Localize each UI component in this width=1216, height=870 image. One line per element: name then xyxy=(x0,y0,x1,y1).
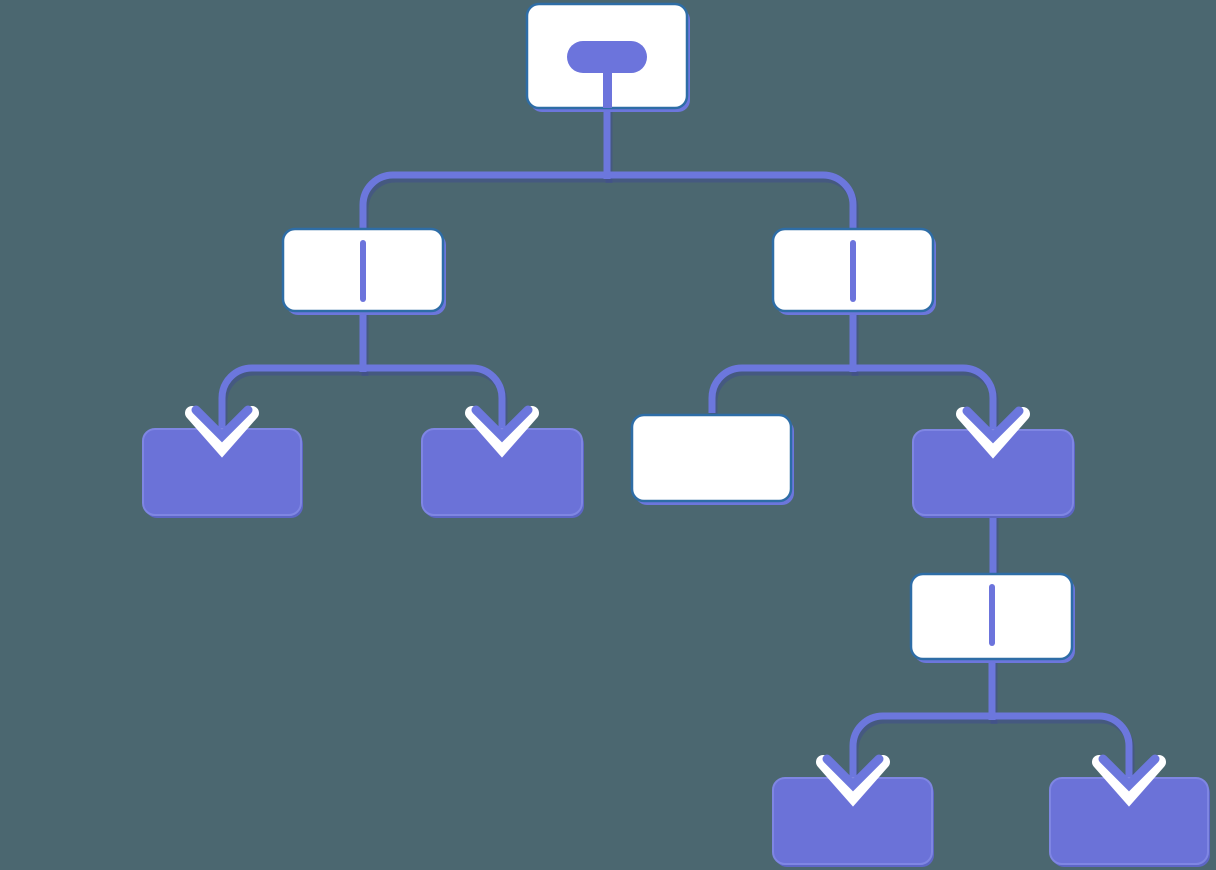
title-pill-placeholder xyxy=(567,41,647,73)
vertical-bar-placeholder xyxy=(360,240,366,302)
arrowheads xyxy=(185,405,1166,807)
chevron-halo xyxy=(1092,755,1166,807)
edge-top-splitter xyxy=(359,171,857,231)
node-task-right xyxy=(912,429,1075,518)
chevron-arrow xyxy=(191,405,253,443)
node-branch-sub xyxy=(909,572,1075,663)
double-chevron-down-icon xyxy=(816,754,890,807)
double-chevron-down-icon xyxy=(1092,754,1166,807)
node-card-right-box xyxy=(630,413,793,503)
node-leaf-left-1-box xyxy=(142,428,302,516)
node-leaf-left-2-box xyxy=(421,428,583,516)
node-card-right xyxy=(630,413,794,505)
node-leaf-sub-1-box xyxy=(772,777,933,865)
node-leaf-sub-2 xyxy=(1049,777,1210,867)
chevron-arrow xyxy=(962,406,1024,444)
nodes xyxy=(142,2,1210,867)
vertical-bar-placeholder xyxy=(989,584,995,646)
chevron-arrow xyxy=(471,405,533,443)
chevron-arrow xyxy=(822,754,884,792)
chevron-halo xyxy=(956,407,1030,459)
double-chevron-down-icon xyxy=(185,405,259,458)
double-chevron-down-icon xyxy=(465,405,539,458)
node-root xyxy=(525,2,690,112)
chevron-halo xyxy=(465,406,539,458)
node-leaf-sub-2-box xyxy=(1049,777,1209,865)
chevron-arrow xyxy=(1098,754,1160,792)
edges xyxy=(218,102,1133,789)
node-leaf-left-1 xyxy=(142,428,303,518)
node-task-right-box xyxy=(912,429,1074,516)
node-branch-left xyxy=(281,227,446,315)
node-leaf-sub-1 xyxy=(772,777,934,867)
chevron-halo xyxy=(816,755,890,807)
node-leaf-left-2 xyxy=(421,428,584,518)
edge-top-splitter-shadow xyxy=(361,175,859,235)
vertical-bar-placeholder xyxy=(850,240,856,302)
title-pill-stem xyxy=(603,70,612,108)
node-branch-right xyxy=(771,227,936,315)
double-chevron-down-icon xyxy=(956,406,1030,459)
chevron-halo xyxy=(185,406,259,458)
